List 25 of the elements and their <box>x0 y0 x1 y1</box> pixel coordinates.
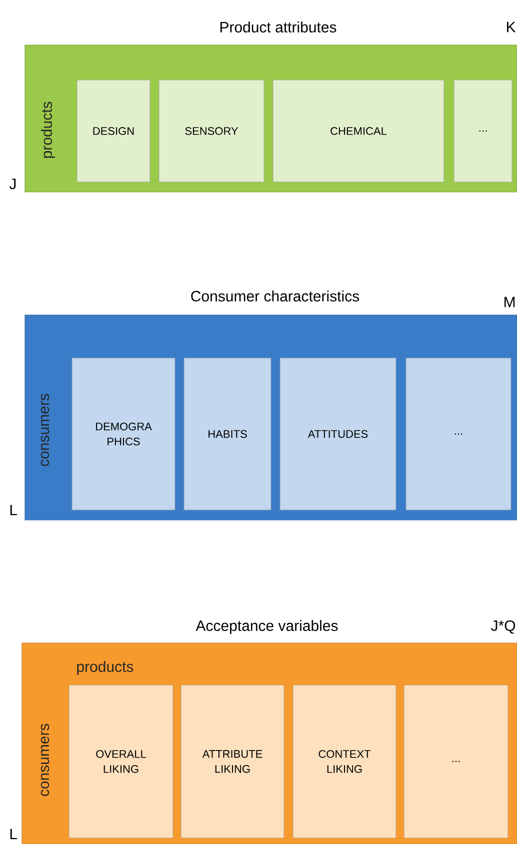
axis-label: consumers <box>40 724 50 796</box>
dimension-letter: L <box>10 504 18 516</box>
category-box: ... <box>406 358 512 510</box>
axis-label: products <box>77 661 134 675</box>
axis-label: products <box>41 102 55 158</box>
category-box: DEMOGRA PHICS <box>72 358 176 510</box>
category-box: ATTITUDES <box>280 358 396 510</box>
category-box: SENSORY <box>158 80 264 182</box>
category-box: DESIGN <box>76 80 150 182</box>
category-box: OVERALL LIKING <box>68 684 174 838</box>
category-box: CONTEXT LIKING <box>292 684 396 838</box>
category-box: ... <box>404 684 508 838</box>
dimension-letter: L <box>10 828 18 840</box>
heading: Product attributes <box>220 22 336 32</box>
category-box: CHEMICAL <box>272 80 444 182</box>
dimension-letter: K <box>507 22 516 32</box>
axis-label: consumers <box>40 394 50 466</box>
heading: Consumer characteristics <box>191 290 360 302</box>
category-box: ... <box>454 80 512 182</box>
dimension-letter: J <box>9 178 16 190</box>
dimension-letter: J*Q <box>491 620 516 634</box>
category-box: ATTRIBUTE LIKING <box>180 684 284 838</box>
dimension-letter: M <box>504 296 515 308</box>
heading: Acceptance variables <box>196 620 338 634</box>
category-box: HABITS <box>184 358 272 510</box>
